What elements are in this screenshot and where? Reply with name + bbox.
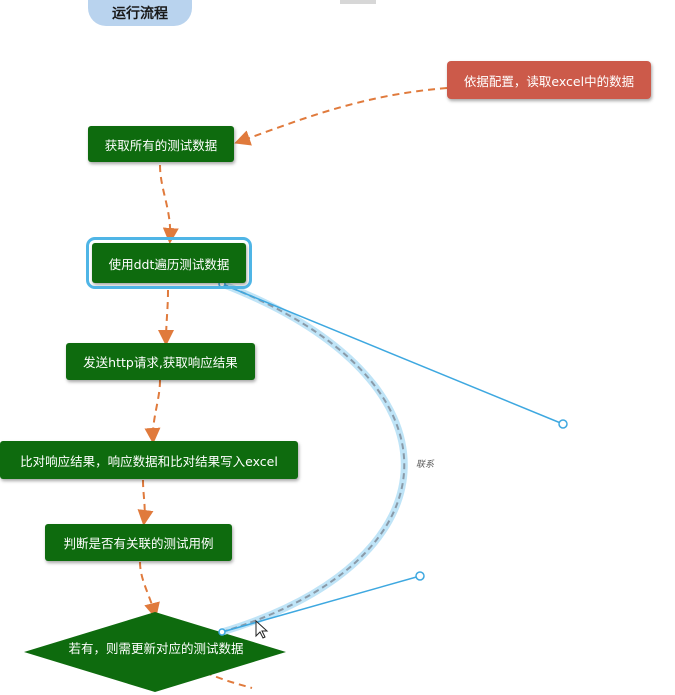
note-read-excel[interactable]: 依据配置，读取excel中的数据 xyxy=(447,61,651,99)
top-edge-fragment xyxy=(340,0,376,4)
arrow-compare-to-judge xyxy=(137,479,154,526)
node-compare-write[interactable]: 比对响应结果，响应数据和比对结果写入excel xyxy=(0,441,298,479)
node-ddt-iterate-label: 使用ddt遍历测试数据 xyxy=(108,256,230,272)
node-get-all-data-label: 获取所有的测试数据 xyxy=(104,137,218,153)
node-get-all-data[interactable]: 获取所有的测试数据 xyxy=(88,126,234,162)
mouse-cursor-icon xyxy=(255,619,269,639)
control-handle-line-bottom xyxy=(221,575,421,633)
arrow-get-data-to-ddt xyxy=(159,164,179,244)
node-send-request[interactable]: 发送http请求,获取响应结果 xyxy=(66,343,255,380)
connector-label[interactable]: 联系 xyxy=(416,459,435,470)
node-send-request-label: 发送http请求,获取响应结果 xyxy=(83,355,238,370)
control-handle-line-top xyxy=(221,283,564,425)
note-read-excel-label: 依据配置，读取excel中的数据 xyxy=(463,73,635,89)
relation-connector[interactable] xyxy=(221,283,406,633)
title-topic[interactable]: 运行流程 xyxy=(88,0,192,26)
node-update-data-label: 若有，则需更新对应的测试数据 xyxy=(68,641,244,656)
arrow-note-to-get-data xyxy=(234,87,448,146)
arrow-ddt-to-send xyxy=(158,289,175,346)
control-handle-bottom[interactable] xyxy=(415,571,425,581)
control-handle-top[interactable] xyxy=(558,419,568,429)
connector-end-point[interactable] xyxy=(218,628,226,636)
arrow-judge-to-update xyxy=(139,561,160,619)
page-title: 运行流程 xyxy=(112,6,168,22)
node-ddt-iterate[interactable]: 使用ddt遍历测试数据 xyxy=(86,237,252,289)
node-judge-related[interactable]: 判断是否有关联的测试用例 xyxy=(45,524,232,561)
node-judge-related-label: 判断是否有关联的测试用例 xyxy=(63,536,214,551)
node-compare-write-label: 比对响应结果，响应数据和比对结果写入excel xyxy=(20,453,278,469)
arrow-send-to-compare xyxy=(144,379,161,444)
